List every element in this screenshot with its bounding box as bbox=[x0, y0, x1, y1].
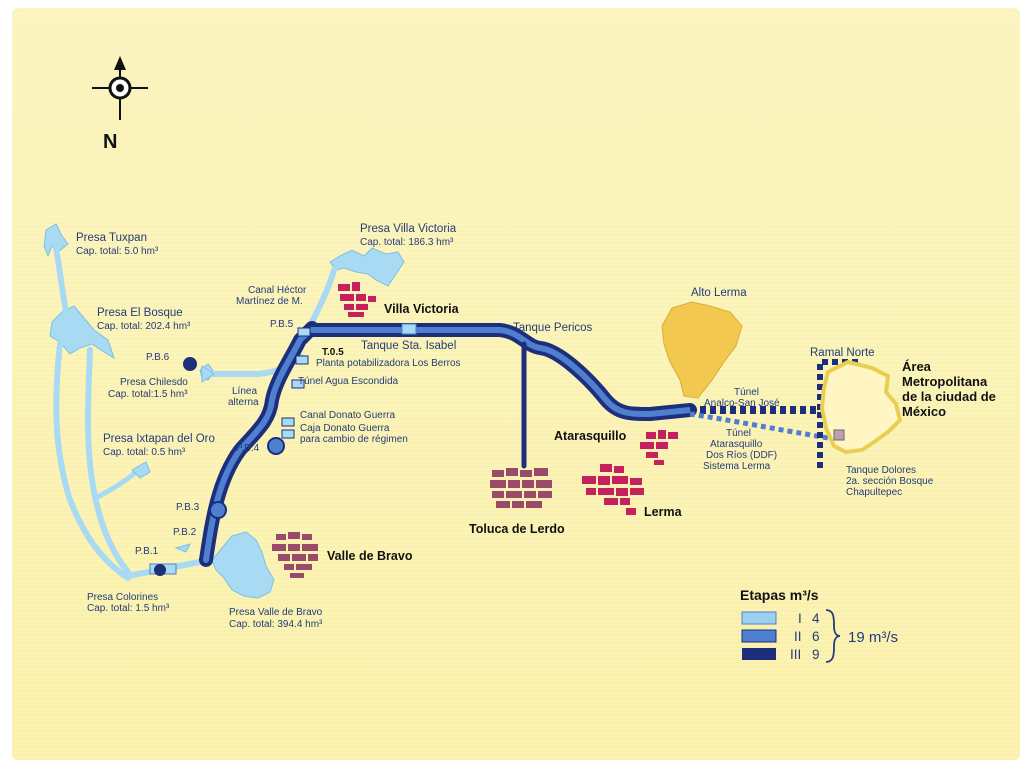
pb6-dot bbox=[183, 357, 197, 371]
pb4-dot bbox=[267, 437, 285, 455]
label-t05: T.0.5 bbox=[322, 347, 344, 358]
town-valle-bravo-blocks bbox=[272, 532, 318, 578]
label-presa-valle-bravo-cap: Cap. total: 394.4 hm³ bbox=[229, 619, 323, 630]
label-presa-el-bosque-cap: Cap. total: 202.4 hm³ bbox=[97, 321, 191, 332]
legend-stage-i: I bbox=[798, 611, 802, 626]
legend-stage-iii: III bbox=[790, 647, 801, 662]
pb3-dot bbox=[209, 501, 227, 519]
label-linea-alterna-2: alterna bbox=[228, 397, 259, 408]
label-tunel-analco-1: Túnel bbox=[734, 387, 759, 398]
tanque-dolores-marker bbox=[833, 429, 845, 441]
north-letter: N bbox=[103, 131, 117, 153]
legend-stage-ii: II bbox=[794, 629, 802, 644]
label-canal-hector-1: Canal Héctor bbox=[248, 285, 307, 296]
label-alto-lerma: Alto Lerma bbox=[691, 287, 747, 299]
label-linea-alterna-1: Línea bbox=[232, 386, 257, 397]
legend-brace-icon bbox=[825, 609, 841, 663]
label-tunel-analco-2: Analco-San José bbox=[704, 398, 780, 409]
channel-ixtapan bbox=[93, 469, 139, 501]
label-presa-tuxpan: Presa Tuxpan bbox=[76, 232, 147, 244]
legend-flow-i: 4 bbox=[812, 611, 820, 626]
alto-lerma-region bbox=[661, 301, 743, 399]
label-pb3: P.B.3 bbox=[176, 502, 200, 513]
label-presa-el-bosque: Presa El Bosque bbox=[97, 307, 183, 319]
label-presa-colorines: Presa Colorines bbox=[87, 592, 158, 603]
channel-west bbox=[53, 341, 131, 581]
label-tanque-dolores-3: Chapultepec bbox=[846, 487, 902, 498]
label-ramal-norte: Ramal Norte bbox=[810, 347, 875, 359]
town-atarasquillo-blocks bbox=[640, 430, 678, 465]
label-metro-3: de la ciudad de bbox=[902, 389, 996, 404]
label-toluca-de-lerdo: Toluca de Lerdo bbox=[469, 522, 565, 536]
label-presa-villa-victoria: Presa Villa Victoria bbox=[360, 223, 457, 235]
label-pb6: P.B.6 bbox=[146, 352, 170, 363]
channel-tuxpan-bosque bbox=[53, 245, 69, 315]
label-villa-victoria: Villa Victoria bbox=[384, 302, 460, 316]
label-presa-tuxpan-cap: Cap. total: 5.0 hm³ bbox=[76, 246, 159, 257]
label-valle-de-bravo: Valle de Bravo bbox=[327, 549, 413, 563]
presa-ixtapan-shape bbox=[131, 461, 151, 479]
label-presa-valle-bravo: Presa Valle de Bravo bbox=[229, 607, 323, 618]
label-lerma: Lerma bbox=[644, 505, 683, 519]
compass-icon bbox=[92, 56, 148, 120]
label-presa-chilesdo: Presa Chilesdo bbox=[120, 377, 188, 388]
label-caja-donato-2: para cambio de régimen bbox=[300, 434, 408, 445]
legend-flow-iii: 9 bbox=[812, 647, 820, 662]
arrow-pb2-icon bbox=[174, 543, 191, 553]
label-metro-1: Área bbox=[902, 359, 932, 374]
label-pb5: P.B.5 bbox=[270, 319, 294, 330]
label-canal-donato: Canal Donato Guerra bbox=[300, 410, 395, 421]
legend: Etapas m³/s I 4 II 6 III 9 19 m³/s bbox=[740, 587, 898, 663]
label-tanque-pericos: Tanque Pericos bbox=[513, 322, 593, 334]
legend-swatch-stage-iii bbox=[742, 648, 776, 660]
aqueduct-eastern-trunk-inner bbox=[309, 327, 693, 417]
label-metro-4: México bbox=[902, 404, 946, 419]
label-planta-los-berros: Planta potabilizadora Los Berros bbox=[316, 358, 461, 369]
label-pb1: P.B.1 bbox=[135, 546, 159, 557]
presa-valle-bravo-shape bbox=[211, 531, 275, 599]
label-atarasquillo: Atarasquillo bbox=[554, 429, 627, 443]
pb5-marker bbox=[297, 327, 311, 337]
label-tanque-sta-isabel: Tanque Sta. Isabel bbox=[361, 340, 456, 352]
legend-total: 19 m³/s bbox=[848, 629, 898, 646]
label-caja-donato-1: Caja Donato Guerra bbox=[300, 423, 390, 434]
label-metro-2: Metropolitana bbox=[902, 374, 988, 389]
legend-title: Etapas m³/s bbox=[740, 587, 819, 603]
label-tunel-agua-escondida: Túnel Agua Escondida bbox=[298, 376, 399, 387]
label-tunel-atarasquillo-4: Sistema Lerma bbox=[703, 461, 771, 472]
label-presa-colorines-cap: Cap. total: 1.5 hm³ bbox=[87, 603, 170, 614]
tanque-sta-isabel-marker bbox=[401, 323, 417, 335]
label-tanque-dolores-2: 2a. sección Bosque bbox=[846, 476, 934, 487]
town-lerma-blocks bbox=[582, 464, 644, 515]
label-pb4: P.B.4 bbox=[236, 443, 260, 454]
legend-swatch-stage-i bbox=[741, 611, 777, 625]
caja-donato-marker bbox=[281, 429, 295, 439]
label-presa-villa-victoria-cap: Cap. total: 186.3 hm³ bbox=[360, 237, 454, 248]
pb1-dot bbox=[154, 564, 166, 576]
canal-donato-marker bbox=[281, 417, 295, 427]
town-villa-victoria-blocks bbox=[338, 282, 376, 317]
label-tunel-atarasquillo-3: Dos Ríos (DDF) bbox=[706, 450, 777, 461]
tunel-escondida-marker bbox=[291, 379, 305, 389]
legend-flow-ii: 6 bbox=[812, 629, 820, 644]
label-presa-ixtapan: Presa Ixtapan del Oro bbox=[103, 433, 215, 445]
town-toluca-blocks bbox=[490, 468, 552, 508]
label-pb2: P.B.2 bbox=[173, 527, 197, 538]
label-presa-chilesdo-cap: Cap. total:1.5 hm³ bbox=[108, 389, 188, 400]
planta-marker bbox=[295, 355, 309, 365]
legend-swatch-stage-ii bbox=[741, 629, 777, 643]
label-tunel-atarasquillo-2: Atarasquillo bbox=[710, 439, 763, 450]
channel-bosque-south bbox=[85, 347, 131, 575]
label-tunel-atarasquillo-1: Túnel bbox=[726, 428, 751, 439]
channel-villa-victoria bbox=[309, 267, 337, 325]
label-canal-hector-2: Martínez de M. bbox=[236, 296, 303, 307]
presa-villa-victoria-shape bbox=[329, 247, 405, 287]
label-tanque-dolores-1: Tanque Dolores bbox=[846, 465, 916, 476]
label-presa-ixtapan-cap: Cap. total: 0.5 hm³ bbox=[103, 447, 186, 458]
arrow-chilesdo-icon bbox=[201, 365, 215, 383]
